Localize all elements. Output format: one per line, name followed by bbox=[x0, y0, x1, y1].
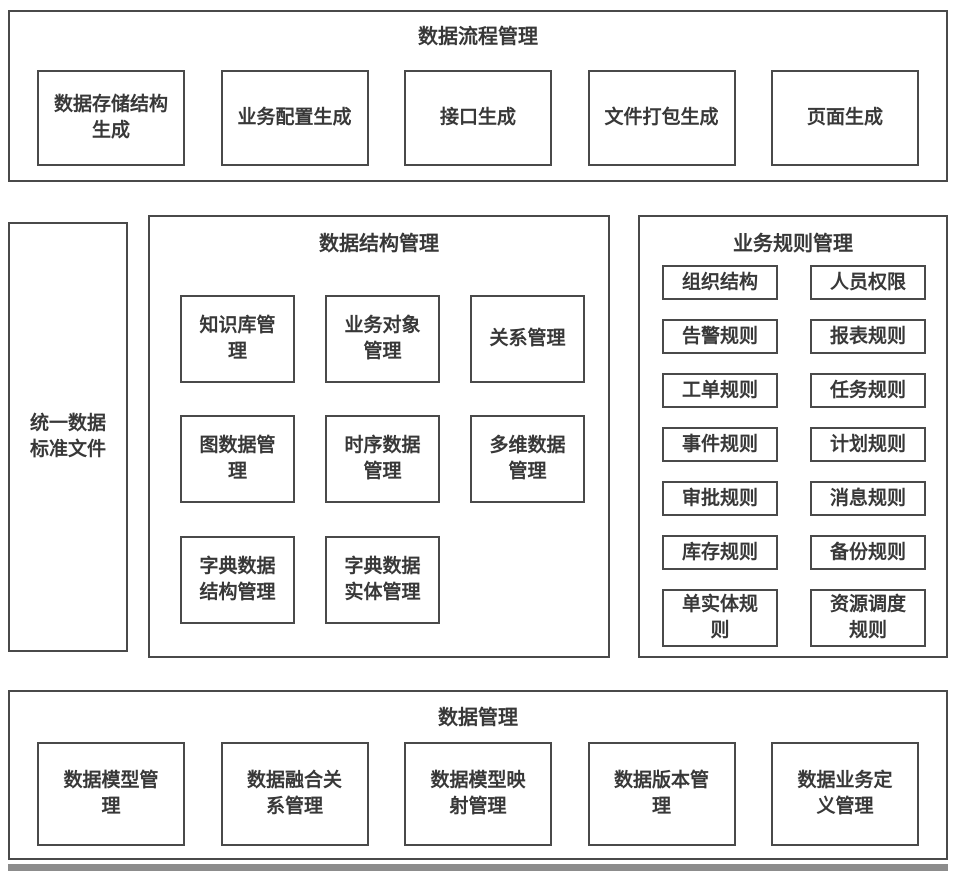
structure-box-relationship: 关系管理 bbox=[470, 295, 585, 383]
structure-box-dictionary-entity: 字典数据 实体管理 bbox=[325, 536, 440, 624]
data-flow-items-row: 数据存储结构 生成 业务配置生成 接口生成 文件打包生成 页面生成 bbox=[10, 70, 946, 166]
structure-box-timeseries-data: 时序数据 管理 bbox=[325, 415, 440, 503]
flow-box-interface-generation: 接口生成 bbox=[404, 70, 552, 166]
data-management-panel: 数据管理 数据模型管 理 数据融合关 系管理 数据模型映 射管理 数据版本管 理… bbox=[8, 690, 948, 860]
management-box-data-model-mapping: 数据模型映 射管理 bbox=[404, 742, 552, 846]
rule-box-alert-rules: 告警规则 bbox=[662, 319, 778, 354]
data-management-title: 数据管理 bbox=[438, 707, 518, 729]
flow-box-page-generation: 页面生成 bbox=[771, 70, 919, 166]
business-rules-management-title: 业务规则管理 bbox=[733, 233, 853, 255]
structure-box-multidimensional-data: 多维数据 管理 bbox=[470, 415, 585, 503]
rule-box-backup-rules: 备份规则 bbox=[810, 535, 926, 570]
structure-box-graph-data: 图数据管 理 bbox=[180, 415, 295, 503]
rule-box-personnel-permissions: 人员权限 bbox=[810, 265, 926, 300]
data-flow-management-panel: 数据流程管理 数据存储结构 生成 业务配置生成 接口生成 文件打包生成 页面生成 bbox=[8, 10, 948, 182]
data-management-items-row: 数据模型管 理 数据融合关 系管理 数据模型映 射管理 数据版本管 理 数据业务… bbox=[10, 742, 946, 846]
management-box-data-business-definition: 数据业务定 义管理 bbox=[771, 742, 919, 846]
structure-box-dictionary-structure: 字典数据 结构管理 bbox=[180, 536, 295, 624]
bottom-cropped-strip bbox=[8, 864, 948, 871]
flow-box-storage-structure-generation: 数据存储结构 生成 bbox=[37, 70, 185, 166]
rule-box-message-rules: 消息规则 bbox=[810, 481, 926, 516]
management-box-data-version: 数据版本管 理 bbox=[587, 742, 736, 846]
rule-box-work-order-rules: 工单规则 bbox=[662, 373, 778, 408]
data-structure-management-title: 数据结构管理 bbox=[319, 233, 439, 255]
structure-row-1: 知识库管 理 业务对象 管理 关系管理 bbox=[150, 295, 608, 383]
rule-box-event-rules: 事件规则 bbox=[662, 427, 778, 462]
data-structure-management-panel: 数据结构管理 知识库管 理 业务对象 管理 关系管理 图数据管 理 时序数据 管… bbox=[148, 215, 610, 658]
rule-box-single-entity-rules: 单实体规 则 bbox=[662, 589, 778, 647]
unified-data-standard-file-box: 统一数据 标准文件 bbox=[8, 222, 128, 652]
structure-box-knowledge-base: 知识库管 理 bbox=[180, 295, 295, 383]
rule-box-report-rules: 报表规则 bbox=[810, 319, 926, 354]
flow-box-business-config-generation: 业务配置生成 bbox=[220, 70, 369, 166]
rule-box-resource-scheduling-rules: 资源调度 规则 bbox=[810, 589, 926, 647]
business-rules-grid: 组织结构 人员权限 告警规则 报表规则 工单规则 任务规则 事件规则 计划规则 … bbox=[640, 265, 946, 647]
rule-box-plan-rules: 计划规则 bbox=[810, 427, 926, 462]
rule-box-approval-rules: 审批规则 bbox=[662, 481, 778, 516]
business-rules-management-panel: 业务规则管理 组织结构 人员权限 告警规则 报表规则 工单规则 任务规则 事件规… bbox=[638, 215, 948, 658]
flow-box-file-packaging-generation: 文件打包生成 bbox=[587, 70, 736, 166]
rule-box-organization-structure: 组织结构 bbox=[662, 265, 778, 300]
management-box-data-model: 数据模型管 理 bbox=[37, 742, 185, 846]
management-box-data-fusion-relationship: 数据融合关 系管理 bbox=[220, 742, 369, 846]
rule-box-inventory-rules: 库存规则 bbox=[662, 535, 778, 570]
structure-row-3: 字典数据 结构管理 字典数据 实体管理 bbox=[150, 536, 608, 624]
rule-box-task-rules: 任务规则 bbox=[810, 373, 926, 408]
structure-box-business-object: 业务对象 管理 bbox=[325, 295, 440, 383]
structure-row-2: 图数据管 理 时序数据 管理 多维数据 管理 bbox=[150, 415, 608, 503]
data-flow-management-title: 数据流程管理 bbox=[418, 26, 538, 48]
